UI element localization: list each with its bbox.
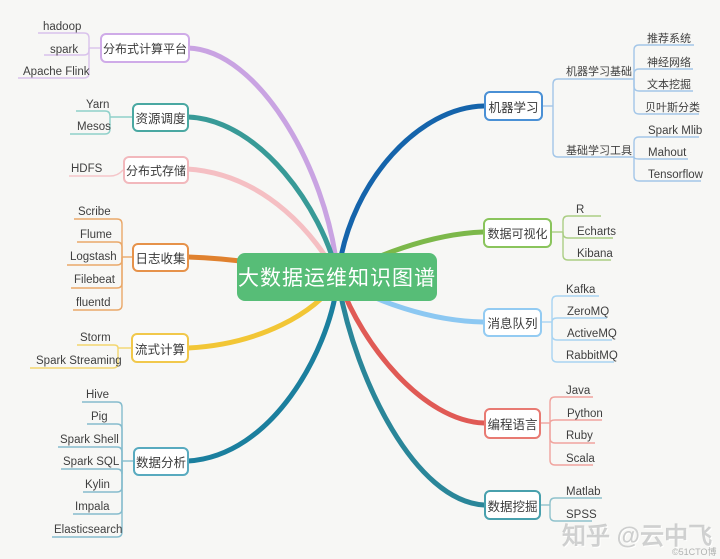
subtopic-ml-basics[interactable]: 机器学习基础 (566, 66, 632, 78)
watermark-51cto: ©51CTO博客 (672, 547, 717, 557)
leaf-hdfs[interactable]: HDFS (71, 163, 103, 175)
branch-box-machine-learning[interactable]: 机器学习 (484, 91, 543, 121)
central-topic[interactable]: 大数据运维知识图谱 (237, 253, 437, 301)
line-neural-network (633, 68, 693, 79)
leaf-spark-streaming[interactable]: Spark Streaming (36, 355, 122, 367)
leaf-spark-shell[interactable]: Spark Shell (60, 434, 119, 446)
leaf-spark-sql[interactable]: Spark SQL (63, 456, 120, 468)
curve-distributed-computing (185, 45, 340, 271)
line-ml-tools (552, 106, 634, 158)
line-python (549, 419, 602, 424)
line-kibana (562, 232, 611, 261)
curve-data-mining (336, 283, 487, 508)
line-flume (77, 241, 123, 257)
line-spss (549, 505, 592, 522)
branch-box-data-analysis[interactable]: 数据分析 (133, 447, 189, 476)
line-hdfs (69, 169, 124, 177)
leaf-yarn[interactable]: Yarn (86, 99, 110, 111)
leaf-pig[interactable]: Pig (91, 411, 108, 423)
branch-box-distributed-storage[interactable]: 分布式存储 (123, 156, 189, 184)
line-recommender-system (633, 44, 694, 79)
line-java (549, 396, 593, 423)
leaf-flume[interactable]: Flume (80, 229, 112, 241)
line-hive (82, 401, 123, 461)
leaf-ruby[interactable]: Ruby (566, 430, 593, 442)
leaf-scribe[interactable]: Scribe (78, 206, 111, 218)
branch-box-message-queue[interactable]: 消息队列 (483, 308, 542, 337)
leaf-tensorflow[interactable]: Tensorflow (648, 169, 703, 181)
leaf-impala[interactable]: Impala (75, 501, 110, 513)
leaf-spark-mlib[interactable]: Spark Mlib (648, 125, 703, 137)
leaf-matlab[interactable]: Matlab (566, 486, 601, 498)
curve-data-analysis (185, 282, 340, 464)
line-matlab (549, 497, 602, 505)
leaf-python[interactable]: Python (567, 408, 603, 420)
line-kafka (551, 295, 599, 322)
line-spark-mlib (633, 136, 699, 157)
line-storm (77, 344, 119, 349)
leaf-zeromq[interactable]: ZeroMQ (567, 306, 610, 318)
branch-box-log-collection[interactable]: 日志收集 (132, 243, 189, 272)
line-pig (87, 423, 123, 461)
leaf-rabbitmq[interactable]: RabbitMQ (566, 350, 618, 362)
line-zeromq (551, 317, 607, 323)
leaf-filebeat[interactable]: Filebeat (74, 274, 115, 286)
leaf-spark[interactable]: spark (50, 44, 79, 56)
line-ml-basics (552, 78, 634, 106)
leaf-r[interactable]: R (576, 204, 585, 216)
leaf-logstash[interactable]: Logstash (70, 251, 117, 263)
curve-resource-scheduling (185, 114, 339, 273)
leaf-fluentd[interactable]: fluentd (76, 297, 111, 309)
leaf-text-mining[interactable]: 文本挖掘 (647, 79, 691, 91)
line-mesos (70, 117, 111, 135)
line-bayes-classification (633, 79, 699, 115)
leaf-mahout[interactable]: Mahout (648, 147, 687, 159)
line-scribe (74, 218, 123, 257)
branch-box-resource-scheduling[interactable]: 资源调度 (132, 103, 189, 132)
leaf-elasticsearch[interactable]: Elasticsearch (54, 524, 123, 536)
line-tensorflow (633, 157, 701, 182)
leaf-spss[interactable]: SPSS (566, 509, 597, 521)
line-r (562, 215, 601, 232)
line-yarn (76, 110, 111, 117)
leaf-hadoop[interactable]: hadoop (43, 21, 82, 33)
leaf-activemq[interactable]: ActiveMQ (567, 328, 617, 340)
line-hadoop (38, 32, 90, 48)
line-fluentd (73, 257, 123, 311)
line-scala (549, 423, 593, 466)
leaf-hive[interactable]: Hive (86, 389, 110, 401)
leaf-kafka[interactable]: Kafka (566, 284, 596, 296)
leaf-storm[interactable]: Storm (80, 332, 111, 344)
leaf-apache-flink[interactable]: Apache Flink (23, 66, 90, 78)
branch-box-data-mining[interactable]: 数据挖掘 (484, 490, 541, 520)
leaf-mesos[interactable]: Mesos (77, 121, 111, 133)
line-rabbitmq (551, 322, 614, 363)
subtopic-ml-tools[interactable]: 基础学习工具 (566, 145, 632, 157)
branch-box-stream-computing[interactable]: 流式计算 (131, 333, 189, 363)
leaf-java[interactable]: Java (566, 385, 591, 397)
leaf-echarts[interactable]: Echarts (577, 226, 616, 238)
line-apache-flink (18, 48, 90, 79)
branch-box-data-visualization[interactable]: 数据可视化 (483, 218, 552, 248)
leaf-neural-network[interactable]: 神经网络 (647, 57, 691, 69)
leaf-kibana[interactable]: Kibana (577, 248, 613, 260)
line-elasticsearch (52, 461, 123, 538)
line-spark-shell (58, 446, 123, 461)
line-spark-streaming (30, 348, 119, 369)
leaf-scala[interactable]: Scala (566, 453, 595, 465)
leaf-recommender-system[interactable]: 推荐系统 (647, 33, 691, 45)
leaf-bayes-classification[interactable]: 贝叶斯分类 (645, 102, 700, 114)
leaf-kylin[interactable]: Kylin (85, 479, 110, 491)
curve-programming-language (337, 280, 487, 426)
curve-machine-learning (336, 103, 487, 271)
branch-box-programming-language[interactable]: 编程语言 (484, 408, 541, 439)
watermark-zhihu: 知乎 @云中飞 (562, 523, 713, 550)
branch-box-distributed-computing[interactable]: 分布式计算平台 (100, 33, 190, 63)
